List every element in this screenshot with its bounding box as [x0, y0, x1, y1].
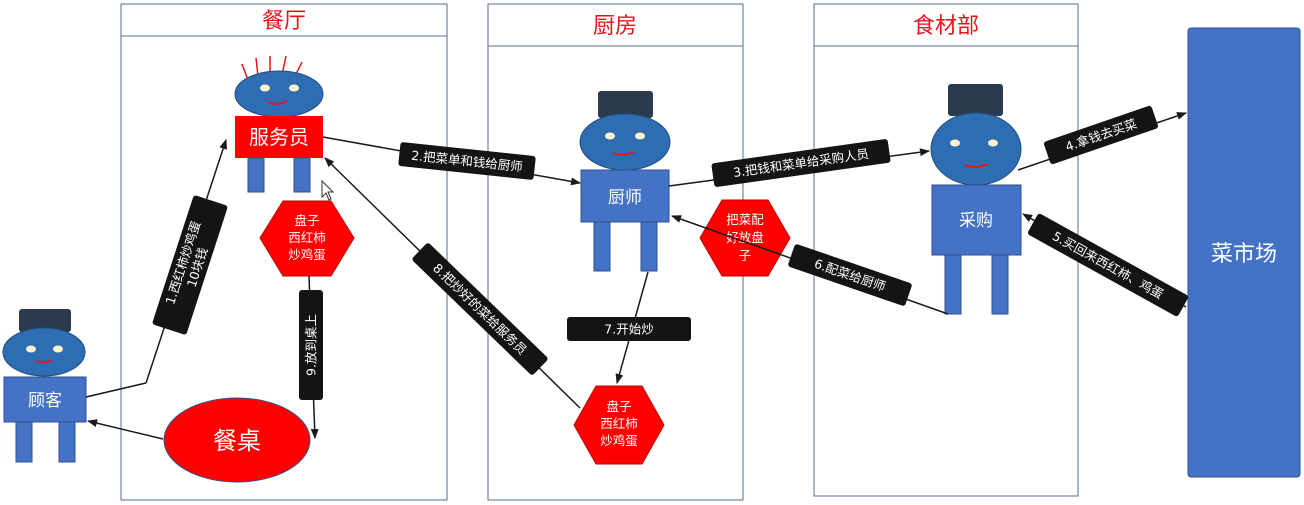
- buyer-body: [931, 184, 1022, 256]
- buyer-hat: [948, 84, 1003, 116]
- customer-mouth: [35, 359, 53, 364]
- customer-leg-right: [58, 421, 76, 463]
- customer-eye-left: [26, 345, 36, 353]
- waiter-label: 服务员: [249, 125, 309, 149]
- waiter-eye-left: [260, 84, 270, 92]
- buyer-leg-right: [991, 254, 1009, 315]
- step-label-7: 7.开始炒: [567, 317, 691, 341]
- waiter-mouth: [267, 100, 288, 105]
- mouse-cursor-icon: [321, 179, 335, 201]
- customer-body: [3, 376, 87, 423]
- chef-mouth: [612, 151, 635, 156]
- waiter-dish-line-1: 盘子: [294, 213, 319, 228]
- customer-eye-right: [53, 345, 63, 353]
- kitchen-dish: 盘子 西红柿 炒鸡蛋: [573, 385, 665, 465]
- zone-kitchen: 厨房: [487, 3, 744, 501]
- market-label: 菜市场: [1211, 242, 1277, 267]
- waiter-head: [234, 70, 324, 118]
- chef-body: [580, 169, 670, 223]
- chef-hat: [598, 91, 653, 118]
- step-7-text: 7.开始炒: [604, 322, 653, 337]
- buyer-label: 采购: [959, 211, 993, 231]
- customer-leg-left: [15, 421, 33, 463]
- chef-head: [579, 113, 671, 171]
- waiter-dish-line-3: 炒鸡蛋: [288, 247, 326, 262]
- waiter-dish: 盘子 西红柿 炒鸡蛋: [259, 200, 355, 277]
- prep-plate-line-2: 好放盘: [726, 230, 764, 245]
- market-block: 菜市场: [1187, 27, 1301, 478]
- chef-leg-right: [640, 221, 658, 272]
- customer-figure: 顾客: [2, 309, 87, 463]
- dining-table: 餐桌: [163, 397, 311, 483]
- arrow-table-customer: [87, 419, 164, 440]
- kitchen-dish-line-3: 炒鸡蛋: [600, 433, 638, 448]
- chef-eye-right: [635, 132, 645, 140]
- step-9-text: 9.放到桌上: [304, 314, 319, 376]
- kitchen-dish-line-1: 盘子: [606, 399, 631, 414]
- zone-title-kitchen: 厨房: [593, 14, 637, 39]
- customer-label: 顾客: [28, 391, 62, 411]
- chef-leg-left: [593, 221, 611, 272]
- waiter-eye-right: [289, 84, 299, 92]
- chef-figure: 厨师: [579, 91, 671, 272]
- prep-plate: 把菜配 好放盘 子: [699, 199, 791, 277]
- prep-plate-line-3: 子: [739, 248, 752, 263]
- buyer-eye-left: [950, 139, 960, 147]
- kitchen-dish-line-2: 西红柿: [600, 416, 638, 431]
- step-label-9: 9.放到桌上: [299, 290, 323, 400]
- table-label: 餐桌: [213, 427, 261, 455]
- chef-label: 厨师: [608, 188, 642, 208]
- buyer-eye-right: [988, 139, 998, 147]
- prep-plate-line-1: 把菜配: [726, 212, 764, 227]
- waiter-body: [235, 116, 323, 158]
- zone-title-ingredients: 食材部: [913, 14, 979, 39]
- waiter-leg-left: [247, 157, 265, 193]
- waiter-figure: 服务员: [234, 55, 324, 193]
- arrow-s1-a: [85, 382, 147, 398]
- waiter-dish-line-2: 西红柿: [288, 230, 326, 245]
- buyer-head: [930, 112, 1022, 186]
- customer-head: [2, 327, 86, 377]
- zone-title-restaurant: 餐厅: [262, 9, 306, 34]
- chef-eye-left: [605, 132, 615, 140]
- buyer-figure: 采购: [930, 84, 1022, 315]
- waiter-leg-right: [293, 157, 311, 193]
- customer-hat: [19, 309, 71, 332]
- buyer-mouth: [964, 163, 989, 168]
- buyer-leg-left: [944, 254, 962, 315]
